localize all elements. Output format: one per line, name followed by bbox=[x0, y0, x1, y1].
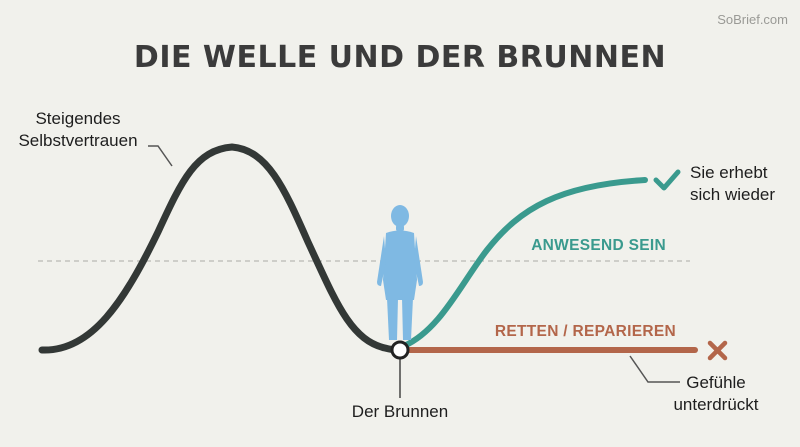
diagram-title: DIE WELLE UND DER BRUNNEN bbox=[134, 40, 666, 75]
suppressed-pointer bbox=[629, 355, 680, 383]
rises-label-line1: Sie erhebt bbox=[690, 163, 768, 182]
confidence-pointer bbox=[148, 145, 173, 167]
rising-curve bbox=[401, 177, 648, 349]
rises-label-line2: sich wieder bbox=[690, 185, 775, 204]
confidence-label-line1: Steigendes bbox=[35, 109, 120, 128]
suppressed-label-line2: unterdrückt bbox=[673, 395, 758, 414]
suppressed-label-line1: Gefühle bbox=[686, 373, 746, 392]
well-label: Der Brunnen bbox=[352, 402, 448, 421]
person-figure bbox=[377, 205, 423, 340]
watermark: SoBrief.com bbox=[717, 12, 788, 27]
confidence-label-line2: Selbstvertrauen bbox=[18, 131, 137, 150]
check-icon bbox=[653, 169, 681, 191]
present-label: ANWESEND SEIN bbox=[531, 237, 666, 254]
fix-label: RETTEN / REPARIEREN bbox=[495, 323, 676, 340]
well-marker bbox=[390, 340, 410, 360]
wave-curve bbox=[38, 143, 404, 354]
cross-icon bbox=[707, 340, 728, 361]
